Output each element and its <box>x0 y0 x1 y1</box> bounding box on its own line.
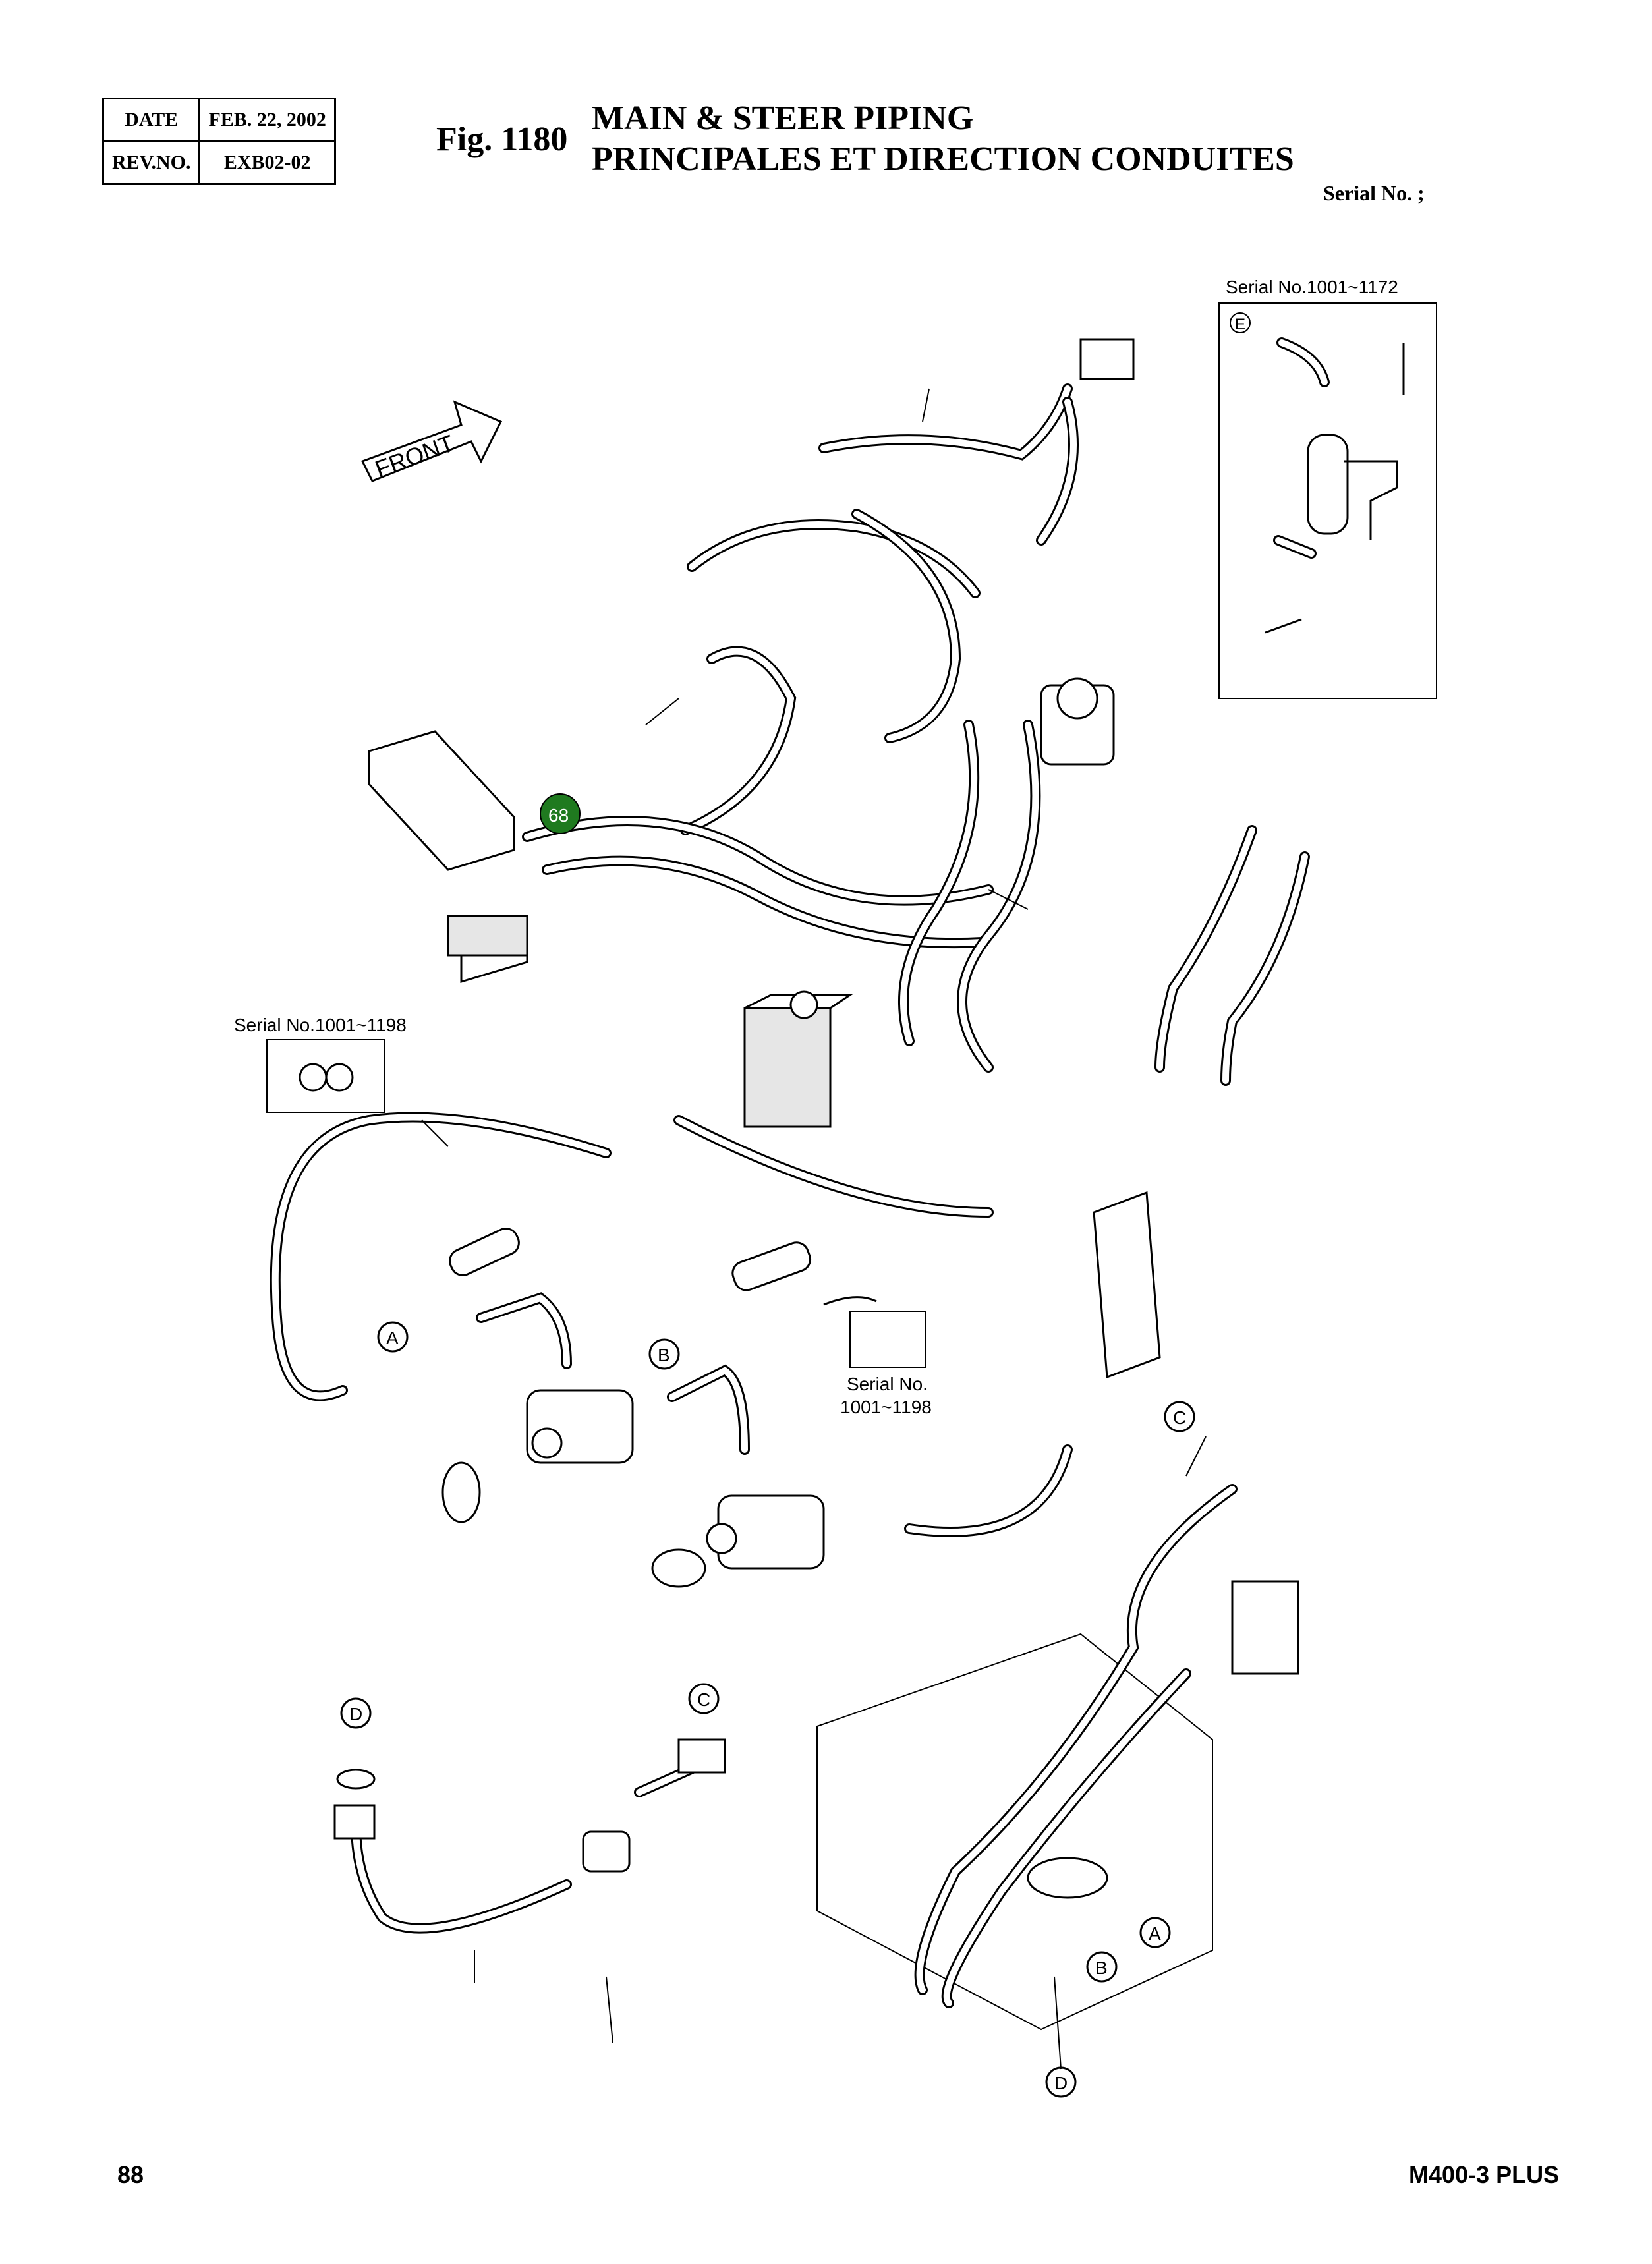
callout-68-label: 68 <box>548 805 569 826</box>
inset-top-right-label: Serial No.1001~1172 <box>1226 277 1398 297</box>
ref-c-label-1: C <box>1173 1407 1186 1428</box>
ref-b-label-2: B <box>1095 1958 1108 1978</box>
callout-68[interactable]: 68 <box>540 793 581 834</box>
main-suction-hose <box>270 1112 994 1401</box>
ref-c-label-2: C <box>697 1689 710 1710</box>
page-number: 88 <box>117 2161 144 2188</box>
inset-serial-1001-1198-left: Serial No.1001~1198 <box>234 1015 407 1113</box>
title-english: MAIN & STEER PIPING <box>592 99 974 137</box>
right-manifold <box>904 825 1310 1537</box>
steering-unit <box>1040 338 1135 766</box>
ref-a-label-2: A <box>1149 1923 1161 1944</box>
ref-d-label-1: D <box>349 1704 362 1724</box>
rev-value: EXB02-02 <box>198 140 336 185</box>
inset-center-line1: Serial No. <box>847 1374 928 1394</box>
ref-a-label-1: A <box>386 1328 399 1348</box>
hydraulic-tank <box>816 1484 1299 2031</box>
inset-center-line2: 1001~1198 <box>840 1397 932 1417</box>
return-filter-icon <box>1231 1580 1299 1675</box>
serial-number-header: Serial No. ; <box>1323 181 1425 205</box>
front-arrow-icon: FRONT <box>360 400 503 483</box>
model-name: M400-3 PLUS <box>1409 2161 1560 2188</box>
control-valve <box>743 990 853 1128</box>
inset-serial-1001-1172: Serial No.1001~1172 E <box>1218 277 1437 699</box>
ref-b-label-1: B <box>658 1345 670 1365</box>
date-value: FEB. 22, 2002 <box>198 98 336 142</box>
inset-serial-1001-1198-center: Serial No. 1001~1198 <box>823 1296 932 1417</box>
title-french: PRINCIPALES ET DIRECTION CONDUITES <box>592 140 1294 178</box>
date-label: DATE <box>101 98 201 142</box>
leader-lines <box>421 388 1207 2070</box>
reference-labels: A B C D C A B D <box>340 1321 1195 2098</box>
pump-assembly-left <box>441 1228 825 1588</box>
front-arrow-label: FRONT <box>372 430 458 483</box>
date-row: DATE FEB. 22, 2002 <box>101 98 336 142</box>
rev-label: REV.NO. <box>101 140 201 185</box>
figure-number: Fig. 1180 <box>436 121 568 158</box>
accumulator-icon <box>1307 434 1349 535</box>
ref-e-label: E <box>1235 316 1245 333</box>
left-manifold-block <box>368 730 528 984</box>
steering-hoses <box>522 383 1079 1073</box>
rev-row: REV.NO. EXB02-02 <box>101 140 336 185</box>
revision-table: DATE FEB. 22, 2002 REV.NO. EXB02-02 <box>101 98 336 185</box>
inset-left-label: Serial No.1001~1198 <box>234 1015 407 1035</box>
suction-pipe-bottom <box>333 1738 726 1934</box>
ref-d-label-2: D <box>1054 2073 1068 2093</box>
